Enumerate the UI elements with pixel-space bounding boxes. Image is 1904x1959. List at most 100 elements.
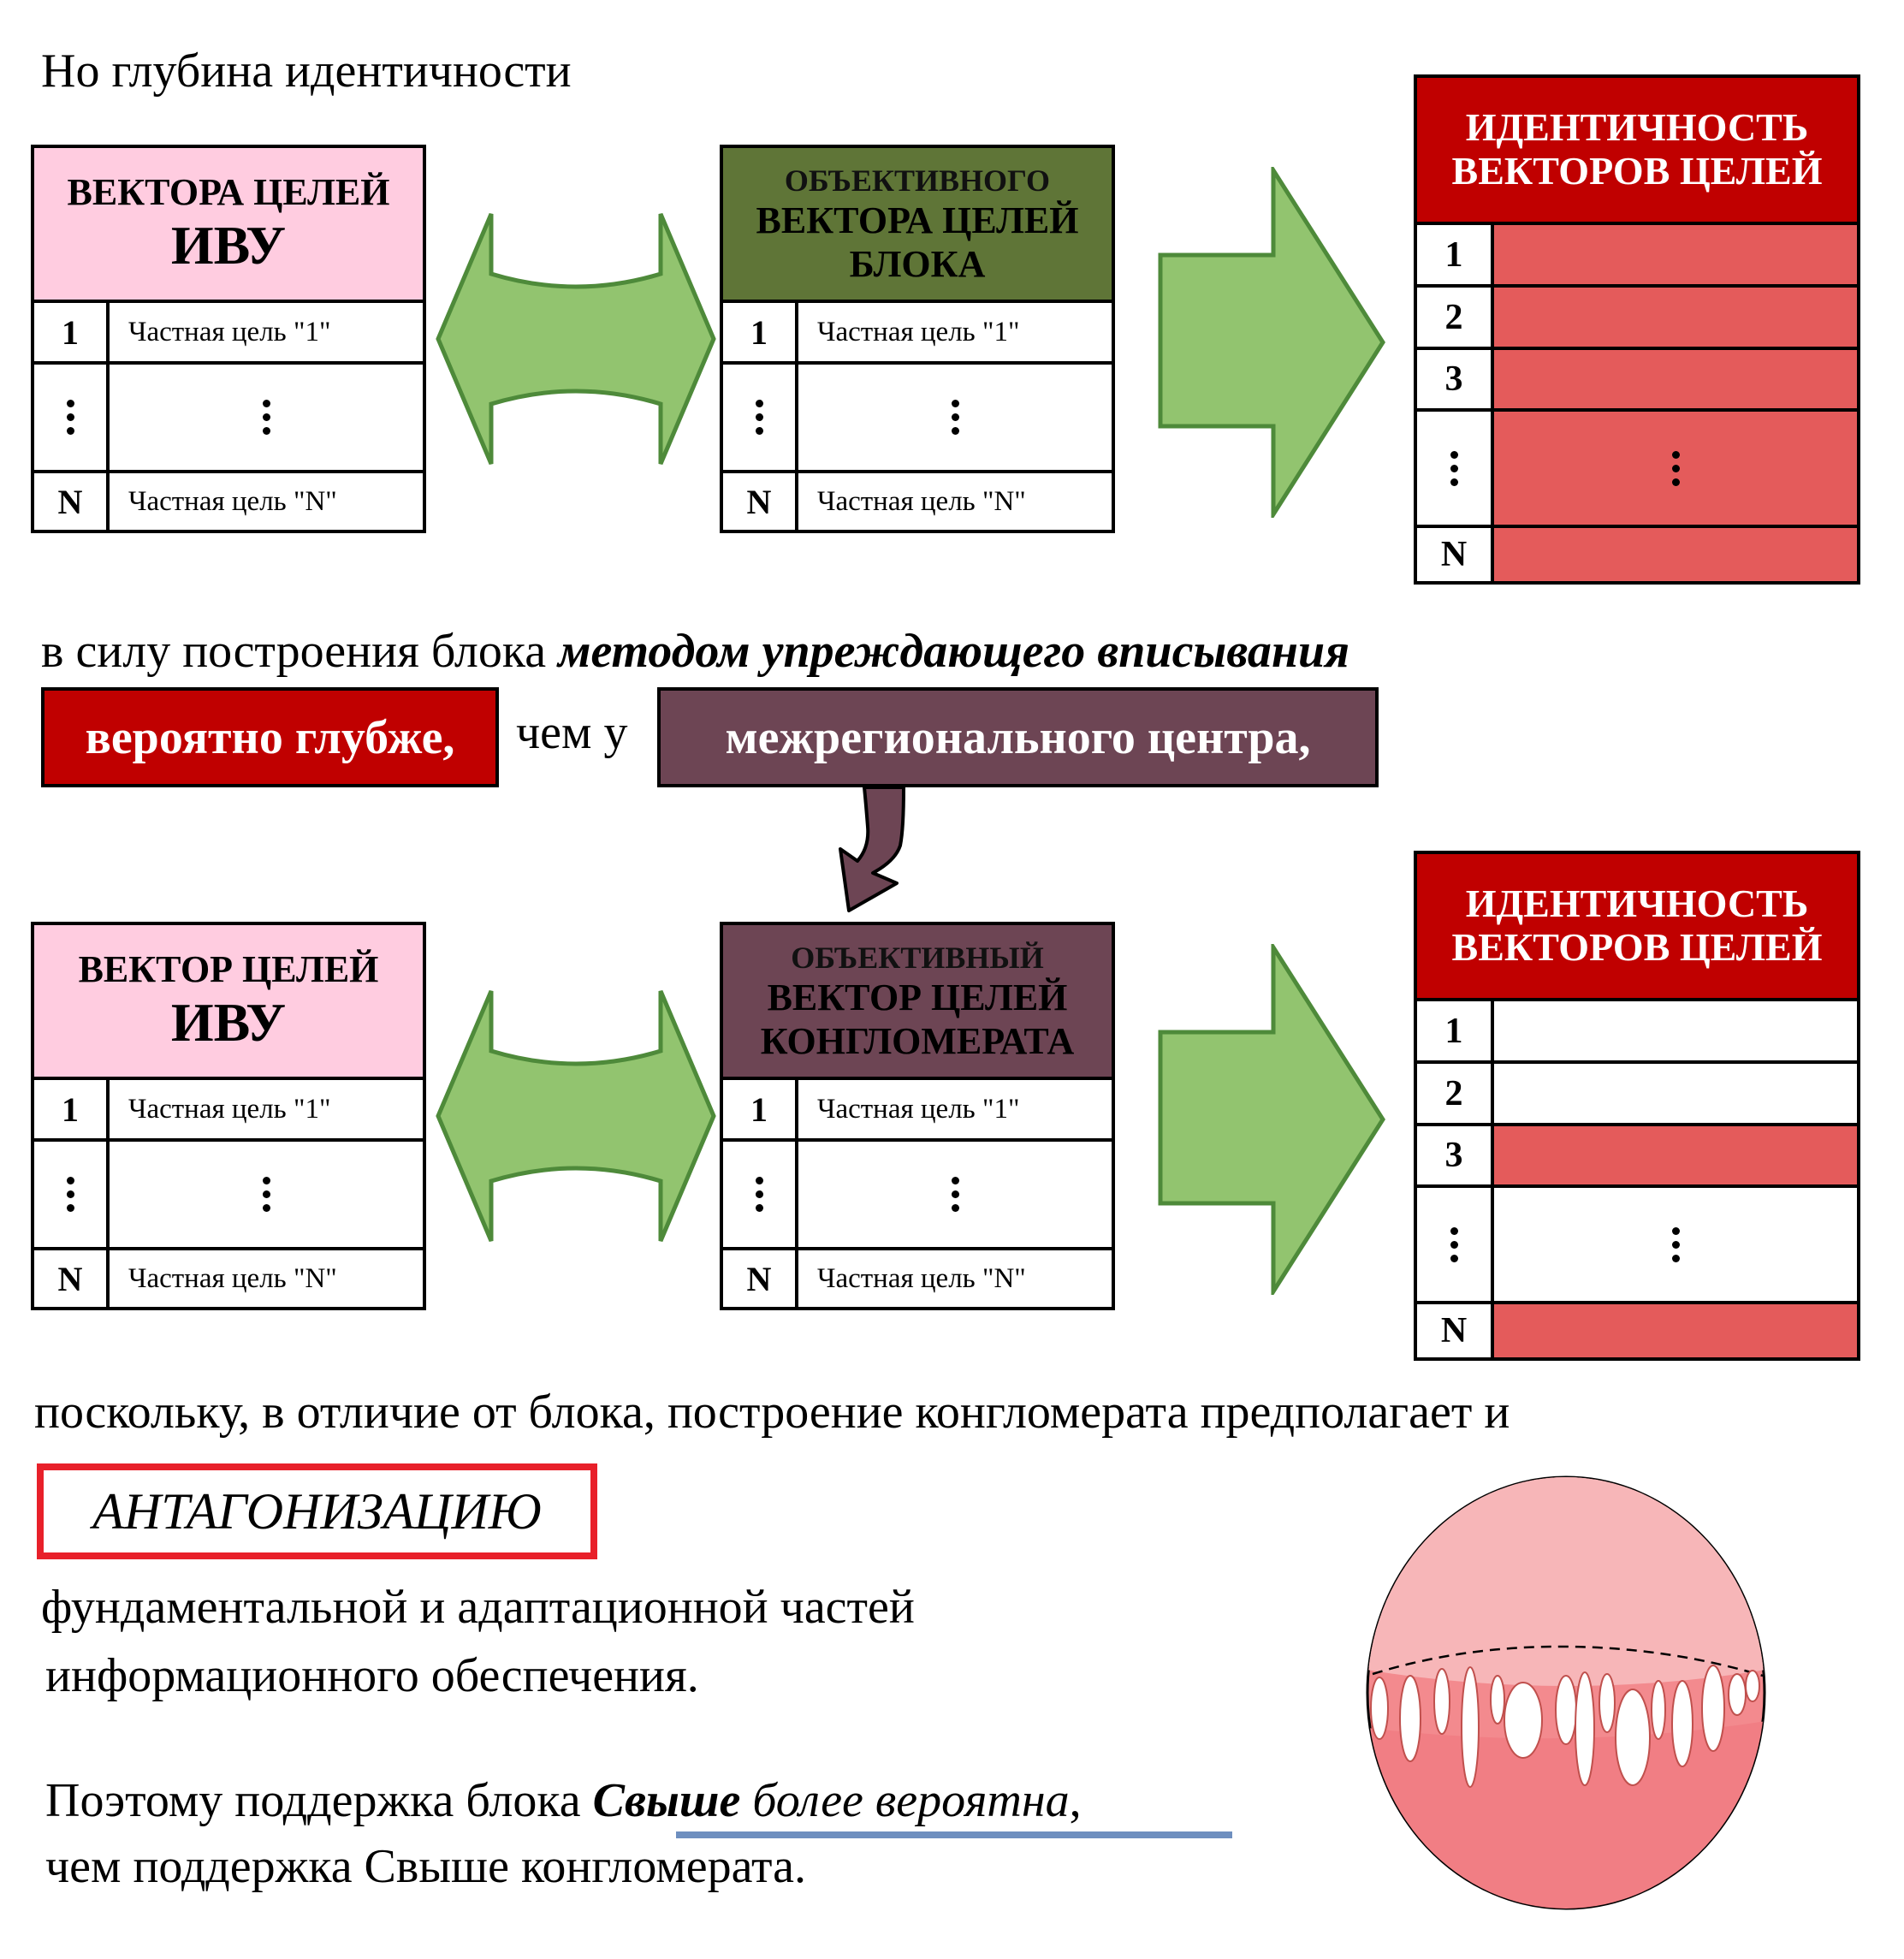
identity-row: N — [1417, 528, 1857, 581]
row-number: 1 — [34, 1080, 110, 1138]
table-title: ВЕКТОРА ЦЕЛЕЙ — [67, 171, 390, 213]
identity-header: ИДЕНТИЧНОСТЬ ВЕКТОРОВ ЦЕЛЕЙ — [1417, 78, 1857, 225]
table-title: КОНГЛОМЕРАТА — [760, 1019, 1075, 1062]
table-row: 1 Частная цель "1" — [34, 303, 423, 365]
table-title-ivu: ИВУ — [170, 215, 287, 276]
curved-arrow-icon — [839, 786, 905, 912]
identity-cell — [1494, 1064, 1857, 1123]
middle-line-emphasis: методом упреждающего вписывания — [558, 625, 1350, 678]
emphasis-underline — [676, 1831, 1232, 1838]
row-number: 2 — [1417, 1064, 1494, 1123]
identity-title: ИДЕНТИЧНОСТЬ — [1465, 105, 1809, 150]
row-label: Частная цель "N" — [817, 1262, 1026, 1294]
identity-header: ИДЕНТИЧНОСТЬ ВЕКТОРОВ ЦЕЛЕЙ — [1417, 854, 1857, 1001]
identity-row: 2 — [1417, 1064, 1857, 1126]
table-title-ivu: ИВУ — [170, 992, 287, 1053]
line4-plain: Поэтому поддержка блока — [45, 1774, 581, 1827]
line4-comma: , — [1069, 1774, 1082, 1827]
middle-line: в силу построения блока методом упреждаю… — [41, 627, 1349, 675]
row-ellipsis — [110, 365, 423, 470]
identity-table-conglomerate: ИДЕНТИЧНОСТЬ ВЕКТОРОВ ЦЕЛЕЙ 1 2 3 N — [1414, 851, 1860, 1361]
table-row: N Частная цель "N" — [34, 473, 423, 530]
row-ellipsis — [110, 1142, 423, 1247]
bottom-line-4: Поэтому поддержка блока Свыше более веро… — [45, 1777, 1082, 1825]
table-row: N Частная цель "N" — [34, 1250, 423, 1307]
identity-title: ВЕКТОРОВ ЦЕЛЕЙ — [1451, 925, 1823, 969]
identity-cell — [1494, 1126, 1857, 1184]
bottom-line-3: информационного обеспечения. — [45, 1649, 699, 1702]
row-label: Частная цель "1" — [817, 1093, 1020, 1125]
table-row — [723, 1142, 1112, 1250]
table-header: ОБЪЕКТИВНОГО ВЕКТОРА ЦЕЛЕЙ БЛОКА — [723, 148, 1112, 303]
table-title: ОБЪЕКТИВНОГО — [784, 163, 1051, 198]
identity-row: 2 — [1417, 288, 1857, 350]
table-title: ВЕКТОР ЦЕЛЕЙ — [767, 976, 1068, 1018]
row-number: N — [34, 473, 110, 530]
table-row: N Частная цель "N" — [723, 473, 1112, 530]
identity-cell — [1494, 1188, 1857, 1301]
middle-line-plain: в силу построения блока — [41, 625, 547, 678]
probably-deeper-highlight: вероятно глубже, — [41, 687, 499, 787]
row-number: N — [34, 1250, 110, 1307]
row-label: Частная цель "1" — [128, 1093, 331, 1125]
row-label: Частная цель "N" — [817, 485, 1026, 517]
block-objective-vector-table: ОБЪЕКТИВНОГО ВЕКТОРА ЦЕЛЕЙ БЛОКА 1 Частн… — [720, 145, 1115, 533]
table-title: ОБЪЕКТИВНЫЙ — [791, 940, 1044, 975]
table-header: ВЕКТОРА ЦЕЛЕЙ ИВУ — [34, 148, 423, 303]
row-ellipsis — [798, 365, 1112, 470]
table-row: 1 Частная цель "1" — [723, 1080, 1112, 1142]
identity-cell — [1494, 1304, 1857, 1357]
table-title: ВЕКТОР ЦЕЛЕЙ — [78, 948, 379, 990]
identity-row: 3 — [1417, 350, 1857, 412]
identity-row: 1 — [1417, 225, 1857, 288]
double-arrow-icon — [436, 990, 716, 1242]
sphere-illustration — [1366, 1475, 1766, 1910]
identity-row — [1417, 412, 1857, 528]
bottom-line-5: чем поддержка Свыше конгломерата. — [45, 1840, 806, 1893]
table-row: 1 Частная цель "1" — [34, 1080, 423, 1142]
row-number: N — [1417, 528, 1494, 581]
ivu-goal-vector-table: ВЕКТОР ЦЕЛЕЙ ИВУ 1 Частная цель "1" N Ча… — [31, 922, 426, 1310]
ivu-goal-vector-table: ВЕКТОРА ЦЕЛЕЙ ИВУ 1 Частная цель "1" N Ч… — [31, 145, 426, 533]
row-ellipsis — [798, 1142, 1112, 1247]
conglomerate-objective-vector-table: ОБЪЕКТИВНЫЙ ВЕКТОР ЦЕЛЕЙ КОНГЛОМЕРАТА 1 … — [720, 922, 1115, 1310]
table-row: 1 Частная цель "1" — [723, 303, 1112, 365]
intro-text: Но глубина идентичности — [41, 45, 572, 98]
identity-title: ВЕКТОРОВ ЦЕЛЕЙ — [1451, 149, 1823, 193]
row-ellipsis — [723, 365, 798, 470]
right-arrow-icon — [1158, 167, 1385, 518]
identity-cell — [1494, 412, 1857, 525]
identity-table-block: ИДЕНТИЧНОСТЬ ВЕКТОРОВ ЦЕЛЕЙ 1 2 3 N — [1414, 74, 1860, 585]
identity-cell — [1494, 1001, 1857, 1060]
row-number: 1 — [1417, 1001, 1494, 1060]
connector-text: чем у — [516, 706, 628, 759]
table-header: ВЕКТОР ЦЕЛЕЙ ИВУ — [34, 925, 423, 1080]
bottom-line-2: фундаментальной и адаптационной частей — [41, 1581, 915, 1634]
table-header: ОБЪЕКТИВНЫЙ ВЕКТОР ЦЕЛЕЙ КОНГЛОМЕРАТА — [723, 925, 1112, 1080]
row-ellipsis — [1417, 1188, 1494, 1301]
identity-cell — [1494, 225, 1857, 284]
table-row — [723, 365, 1112, 473]
line4-bold-italic: Свыше — [592, 1774, 741, 1827]
identity-row: 1 — [1417, 1001, 1857, 1064]
table-row: N Частная цель "N" — [723, 1250, 1112, 1307]
row-number: N — [1417, 1304, 1494, 1357]
right-arrow-icon — [1158, 944, 1385, 1295]
identity-row — [1417, 1188, 1857, 1304]
row-number: 1 — [723, 1080, 798, 1138]
row-label: Частная цель "N" — [128, 1262, 337, 1294]
row-number: N — [723, 473, 798, 530]
row-ellipsis — [1417, 412, 1494, 525]
identity-row: 3 — [1417, 1126, 1857, 1188]
double-arrow-icon — [436, 213, 716, 465]
bottom-line-1: поскольку, в отличие от блока, построени… — [34, 1386, 1510, 1439]
row-ellipsis — [34, 1142, 110, 1247]
row-number: 1 — [723, 303, 798, 361]
row-ellipsis — [723, 1142, 798, 1247]
row-number: 3 — [1417, 350, 1494, 408]
identity-cell — [1494, 288, 1857, 347]
row-number: 2 — [1417, 288, 1494, 347]
row-ellipsis — [34, 365, 110, 470]
table-row — [34, 1142, 423, 1250]
row-number: N — [723, 1250, 798, 1307]
